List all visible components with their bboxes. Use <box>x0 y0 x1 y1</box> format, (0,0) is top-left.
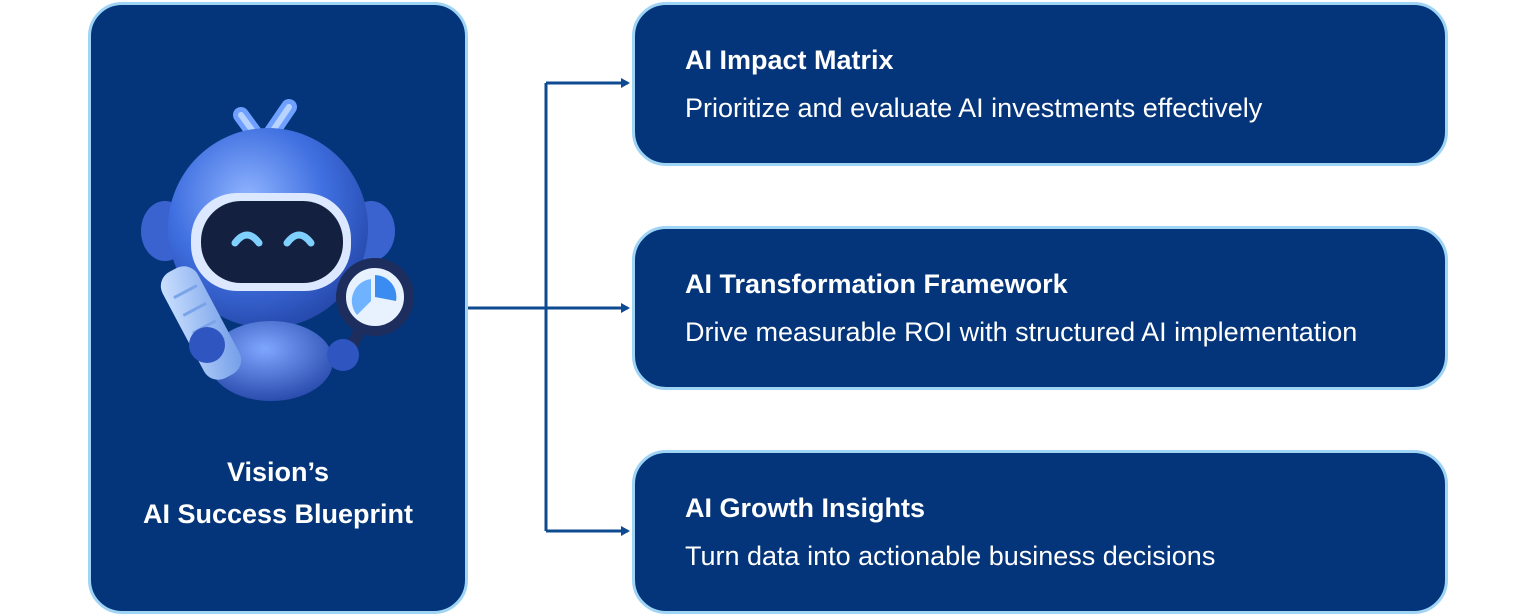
item-description: Prioritize and evaluate AI investments e… <box>685 93 1263 123</box>
blueprint-title: Vision’s AI Success Blueprint <box>91 451 465 535</box>
item-title: AI Impact Matrix <box>685 45 894 75</box>
item-title: AI Growth Insights <box>685 493 925 523</box>
item-card-ai-impact-matrix: AI Impact Matrix Prioritize and evaluate… <box>632 2 1448 166</box>
blueprint-card: Vision’s AI Success Blueprint <box>88 2 468 614</box>
robot-mascot-icon <box>131 93 431 403</box>
item-description: Turn data into actionable business decis… <box>685 541 1216 571</box>
item-card-ai-transformation-framework: AI Transformation Framework Drive measur… <box>632 226 1448 390</box>
item-card-ai-growth-insights: AI Growth Insights Turn data into action… <box>632 450 1448 614</box>
blueprint-title-line1: Vision’s <box>226 457 330 487</box>
item-title: AI Transformation Framework <box>685 269 1068 299</box>
blueprint-title-line2: AI Success Blueprint <box>142 499 414 529</box>
item-description: Drive measurable ROI with structured AI … <box>685 317 1358 347</box>
